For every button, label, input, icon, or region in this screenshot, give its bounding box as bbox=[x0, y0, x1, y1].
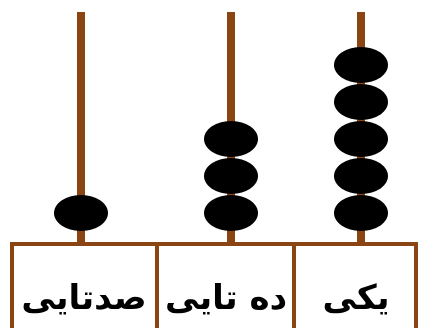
beads-ones bbox=[334, 47, 388, 231]
label-hundreds: صدتایی bbox=[21, 278, 146, 318]
label-ones: یکی bbox=[323, 278, 390, 318]
beads-hundreds bbox=[54, 195, 108, 231]
bead-tens-2 bbox=[204, 158, 258, 194]
bead-tens-3 bbox=[204, 121, 258, 157]
beads-tens bbox=[204, 121, 258, 231]
bead-ones-4 bbox=[334, 84, 388, 120]
bead-ones-1 bbox=[334, 195, 388, 231]
label-tens: ده تایی bbox=[165, 278, 287, 318]
bead-hundreds-1 bbox=[54, 195, 108, 231]
bead-ones-3 bbox=[334, 121, 388, 157]
bead-tens-1 bbox=[204, 195, 258, 231]
bead-ones-2 bbox=[334, 158, 388, 194]
bead-ones-5 bbox=[334, 47, 388, 83]
rod-hundreds bbox=[77, 12, 85, 244]
